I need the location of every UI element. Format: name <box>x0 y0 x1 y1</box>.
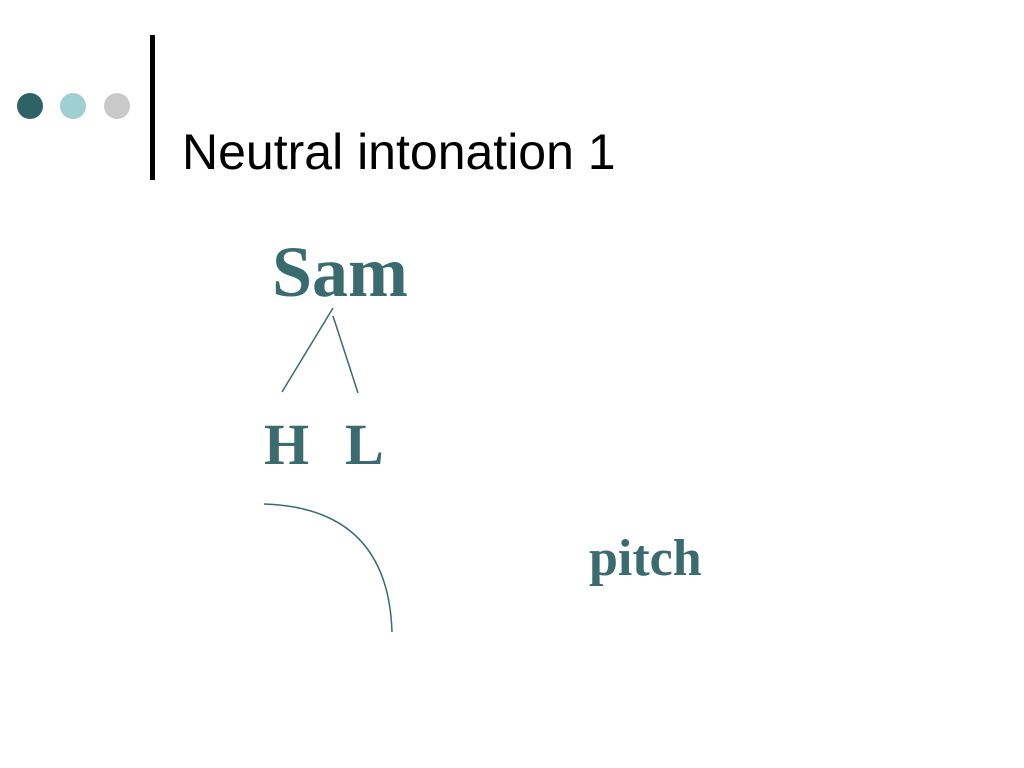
word-sam: Sam <box>272 232 409 312</box>
association-line-low <box>332 315 359 394</box>
decorative-dot-dark <box>17 93 43 119</box>
title-divider <box>150 35 155 180</box>
decorative-dot-light <box>60 93 86 119</box>
slide-title: Neutral intonation 1 <box>182 124 616 180</box>
decorative-dot-gray <box>104 93 130 119</box>
pitch-contour-curve <box>263 503 393 633</box>
tone-low-label: L <box>345 412 384 477</box>
pitch-label: pitch <box>589 530 702 587</box>
tone-high-label: H <box>264 412 310 477</box>
association-line-high <box>281 307 334 393</box>
